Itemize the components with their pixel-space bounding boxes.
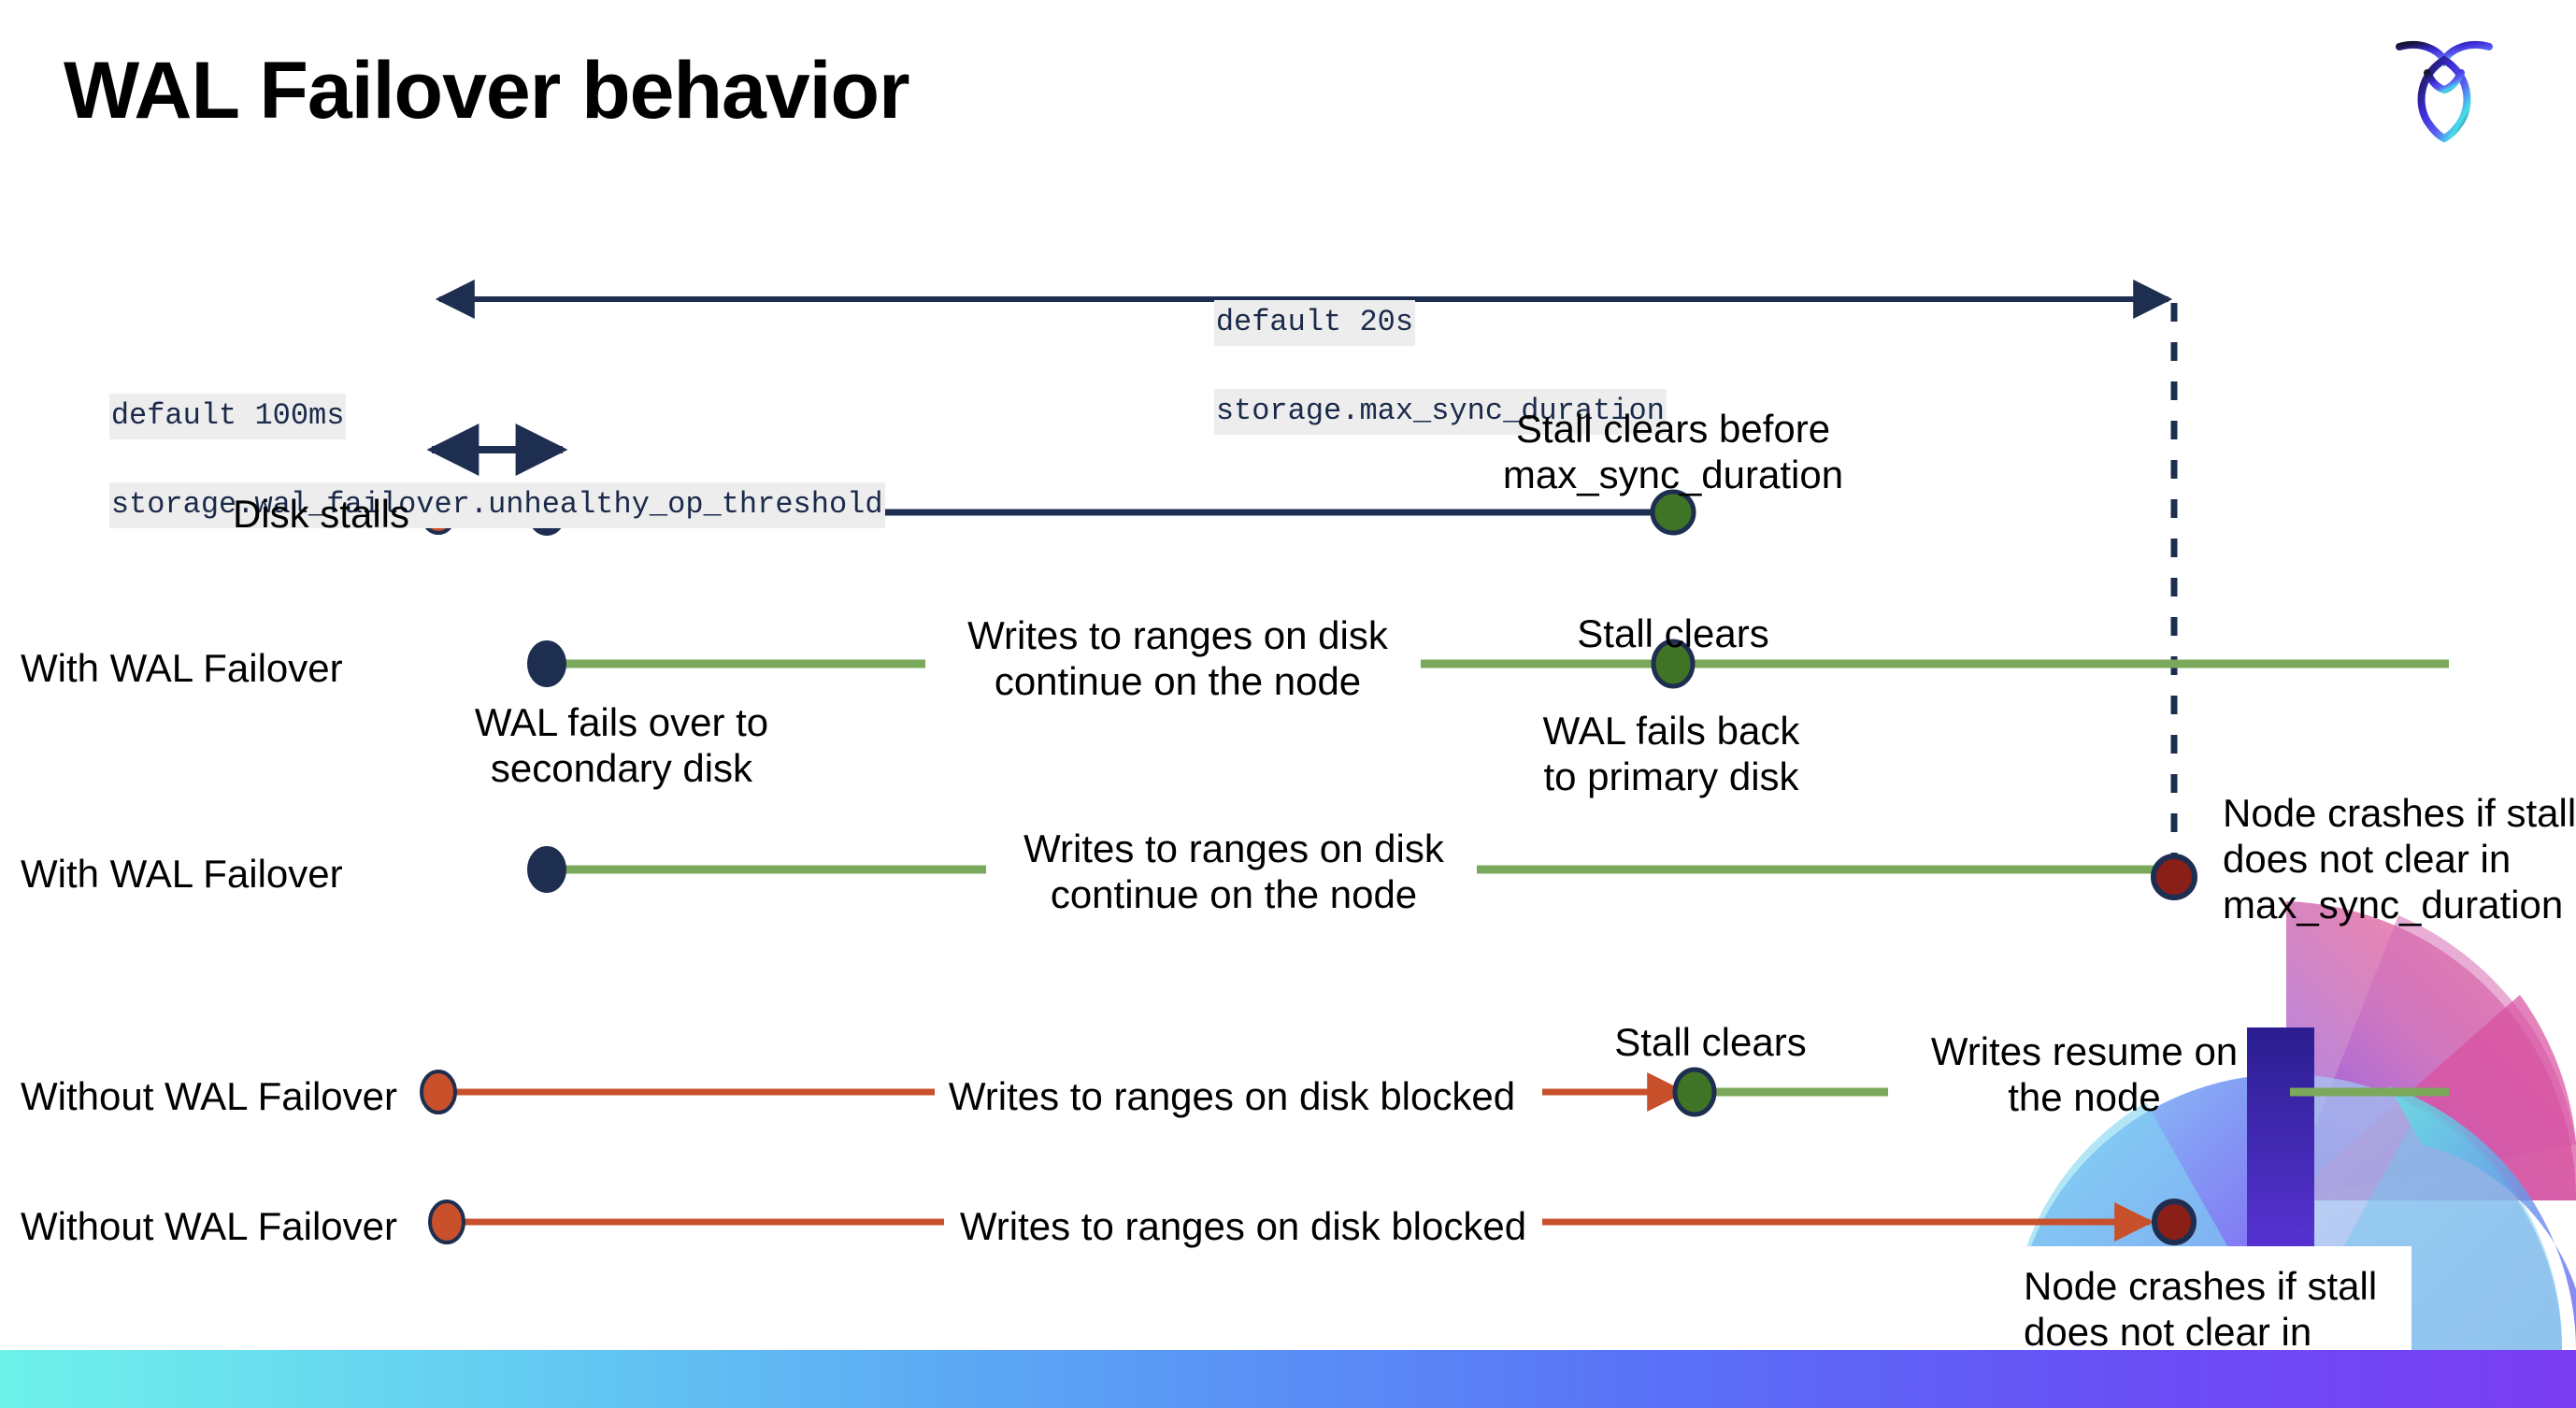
annotation-wal-fails-back: WAL fails back to primary disk (1542, 709, 1800, 799)
failover-dot (527, 846, 566, 893)
failover-dot (527, 640, 566, 687)
callout-max-sync-setting: storage.max_sync_duration (1213, 389, 1667, 435)
annotation-writes-resume: Writes resume on the node (1930, 1029, 2239, 1120)
row-label-with-wal-failover-1: With WAL Failover (21, 646, 343, 690)
callout-unhealthy-op-threshold: default 100ms storage.wal_failover.unhea… (37, 351, 885, 571)
annotation-writes-blocked-2: Writes to ranges on disk blocked (959, 1204, 1527, 1248)
row-label-with-wal-failover-2: With WAL Failover (21, 852, 343, 896)
row-label-disk-stalls: Disk stalls (232, 492, 409, 536)
row-label-without-wal-failover-1: Without WAL Failover (21, 1074, 397, 1118)
stall-start-dot (428, 1200, 465, 1244)
annotation-writes-blocked-1: Writes to ranges on disk blocked (948, 1074, 1516, 1118)
footer-gradient-bar (0, 1350, 2576, 1408)
stall-clear-dot (1650, 489, 1696, 536)
annotation-stall-clears-1: Stall clears (1577, 611, 1769, 655)
annotation-wal-fails-over: WAL fails over to secondary disk (474, 700, 769, 791)
annotation-stall-clears-2: Stall clears (1614, 1020, 1807, 1064)
annotation-stall-clears-before: Stall clears before max_sync_duration (1502, 407, 1844, 497)
stall-clear-dot (1651, 639, 1696, 689)
stall-clear-dot (1672, 1067, 1717, 1117)
stall-start-dot (420, 1070, 457, 1114)
annotation-writes-continue-1: Writes to ranges on disk continue on the… (967, 613, 1388, 704)
callout-unhealthy-default: default 100ms (108, 394, 347, 439)
callout-max-sync-default: default 20s (1213, 300, 1416, 346)
row-label-without-wal-failover-2: Without WAL Failover (21, 1204, 397, 1248)
annotation-node-crashes-1: Node crashes if stall does not clear in … (2223, 791, 2576, 927)
row-without-wal-failover-1-track (420, 1067, 2449, 1117)
callout-unhealthy-setting: storage.wal_failover.unhealthy_op_thresh… (108, 482, 885, 528)
node-crash-dot (2151, 854, 2197, 900)
callout-max-sync-duration: default 20s storage.max_sync_duration (1142, 257, 1667, 478)
page-title: WAL Failover behavior (64, 46, 910, 136)
row-with-wal-failover-2-track (527, 846, 2197, 900)
node-crash-dot (2152, 1199, 2197, 1245)
row-with-wal-failover-1-track (527, 639, 2449, 689)
row-without-wal-failover-2-track (428, 1199, 2197, 1245)
cockroach-labs-logo-icon (2388, 26, 2500, 146)
annotation-writes-continue-2: Writes to ranges on disk continue on the… (1023, 826, 1444, 917)
